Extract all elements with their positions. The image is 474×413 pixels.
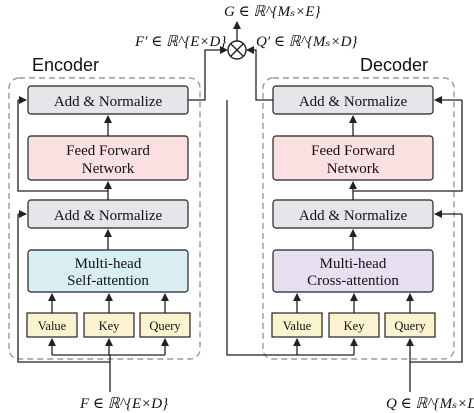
- decoder-query-box: [384, 312, 436, 338]
- output-label: G ∈ ℝ^{Mₛ×E}: [224, 4, 320, 20]
- encoder-add-norm-bottom-label: Add & Normalize: [54, 208, 163, 224]
- decoder-attn-line2: Cross-attention: [307, 273, 399, 289]
- decoder-arrows: [226, 46, 463, 392]
- encoder-query-box: [139, 312, 191, 338]
- decoder-input-label: Q ∈ ℝ^{Mₛ×D}: [386, 396, 474, 412]
- decoder-add-norm-top-label: Add & Normalize: [299, 94, 408, 110]
- encoder-title: Encoder: [32, 55, 99, 75]
- decoder-title: Decoder: [360, 55, 428, 75]
- decoder-attn-line1: Multi-head: [320, 256, 387, 272]
- decoder-value-label: Value: [283, 319, 312, 333]
- encoder-value-label: Value: [38, 319, 67, 333]
- encoder-input-label: F ∈ ℝ^{E×D}: [79, 396, 168, 412]
- encoder-key-label: Key: [99, 319, 121, 333]
- decoder-ffn-line2: Network: [327, 161, 380, 177]
- encoder-ffn-line2: Network: [82, 161, 135, 177]
- encoder-arrows: [17, 46, 228, 392]
- decoder-frame: [262, 77, 455, 360]
- encoder-query-label: Query: [149, 319, 181, 333]
- decoder-key-label: Key: [344, 319, 366, 333]
- decoder-query-label: Query: [394, 319, 426, 333]
- decoder-key-box: [328, 312, 380, 338]
- encoder-value-box: [26, 312, 78, 338]
- encoder-frame: [8, 77, 201, 360]
- decoder-ffn-line1: Feed Forward: [311, 143, 395, 159]
- decoder-add-norm-bottom-label: Add & Normalize: [299, 208, 408, 224]
- encoder-attn-line1: Multi-head: [75, 256, 142, 272]
- encoder-output-label: F′ ∈ ℝ^{E×D}: [134, 34, 226, 50]
- encoder-ffn-line1: Feed Forward: [66, 143, 150, 159]
- encoder-attn-line2: Self-attention: [67, 273, 149, 289]
- decoder-output-label: Q′ ∈ ℝ^{Mₛ×D}: [256, 34, 357, 50]
- product-cross-b: [230, 43, 244, 57]
- encoder-add-norm-top-label: Add & Normalize: [54, 94, 163, 110]
